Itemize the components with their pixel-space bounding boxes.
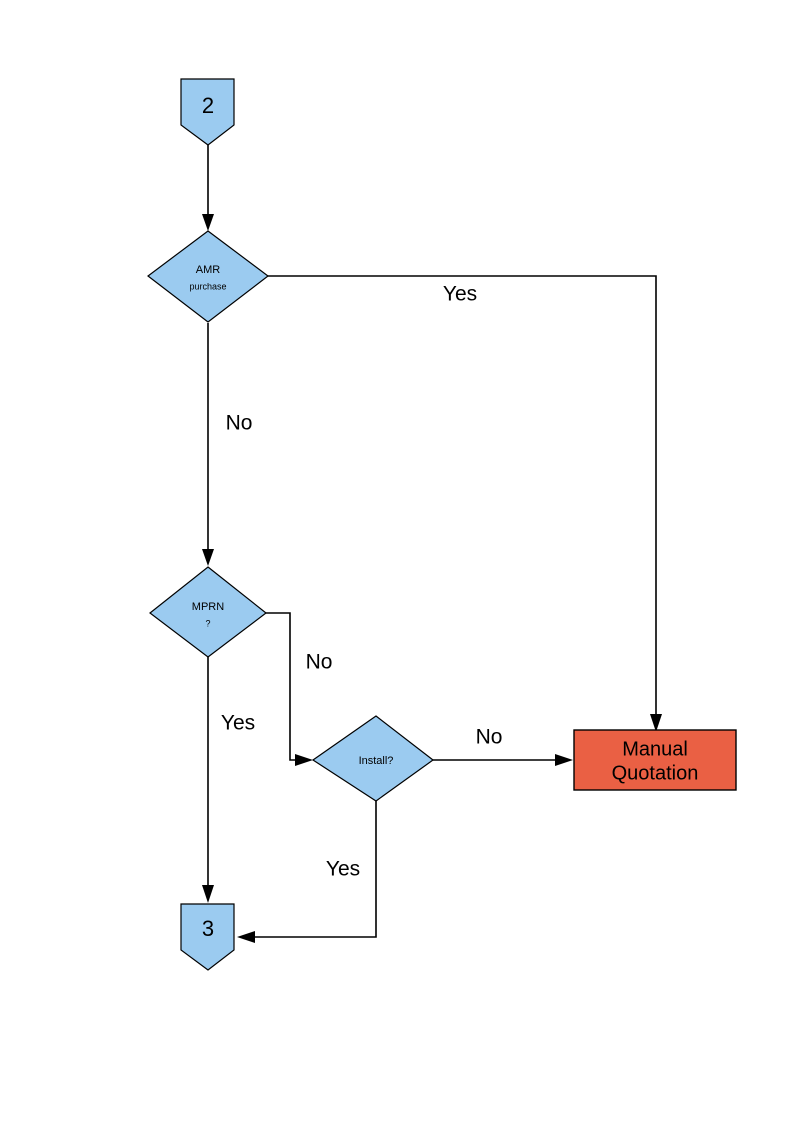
node-label-end-3: 3 <box>202 916 214 941</box>
edge-amr-yes-to-manual-quotation <box>268 275 662 732</box>
pentagon-shape <box>180 903 235 971</box>
node-process-manual-quotation[interactable]: Manual Quotation <box>573 729 737 791</box>
arrow-head-icon <box>202 885 214 903</box>
node-decision-install[interactable]: Install? <box>311 715 435 802</box>
node-label-mprn-line1: MPRN <box>192 601 224 613</box>
arrow-head-icon <box>202 549 214 566</box>
node-end-connector-3[interactable]: 3 <box>180 903 235 971</box>
edge-mprn-yes-to-end <box>202 657 214 903</box>
node-label-manual-quotation-line2: Quotation <box>612 762 699 784</box>
diamond-shape <box>147 230 269 323</box>
process-box-shape <box>573 729 737 791</box>
edge-label-mprn-yes: Yes <box>221 712 255 735</box>
arrow-head-icon <box>237 931 255 943</box>
node-label-amr-line1: AMR <box>196 264 221 276</box>
edge-label-install-yes: Yes <box>326 858 360 881</box>
edge-install-yes-to-end <box>237 800 377 943</box>
edge-label-amr-yes: Yes <box>443 283 477 306</box>
node-decision-amr-purchase[interactable]: AMR purchase <box>147 230 269 323</box>
edge-amr-no-to-mprn <box>202 323 214 566</box>
edge-label-install-no: No <box>476 726 503 749</box>
pentagon-shape <box>180 78 235 146</box>
node-decision-mprn[interactable]: MPRN ? <box>149 566 267 658</box>
edge-install-no-to-manual-quotation <box>433 754 573 766</box>
node-label-mprn-line2: ? <box>205 618 210 628</box>
edge-line <box>247 800 377 938</box>
arrow-head-icon <box>555 754 573 766</box>
diamond-shape <box>149 566 267 658</box>
edge-mprn-no-to-install <box>266 612 313 766</box>
node-label-start-2: 2 <box>202 93 214 118</box>
node-label-install: Install? <box>359 755 394 767</box>
node-label-manual-quotation-line1: Manual <box>622 738 688 760</box>
diamond-shape <box>311 715 435 802</box>
edge-label-mprn-no: No <box>306 651 333 674</box>
node-start-connector-2[interactable]: 2 <box>180 78 235 146</box>
edge-line <box>268 275 657 722</box>
node-label-amr-line2: purchase <box>189 281 226 291</box>
edge-start-to-amr <box>202 145 214 231</box>
arrow-head-icon <box>650 714 662 732</box>
edge-label-amr-no: No <box>226 412 253 435</box>
arrow-head-icon <box>295 754 313 766</box>
edge-line <box>266 612 303 761</box>
arrow-head-icon <box>202 214 214 231</box>
